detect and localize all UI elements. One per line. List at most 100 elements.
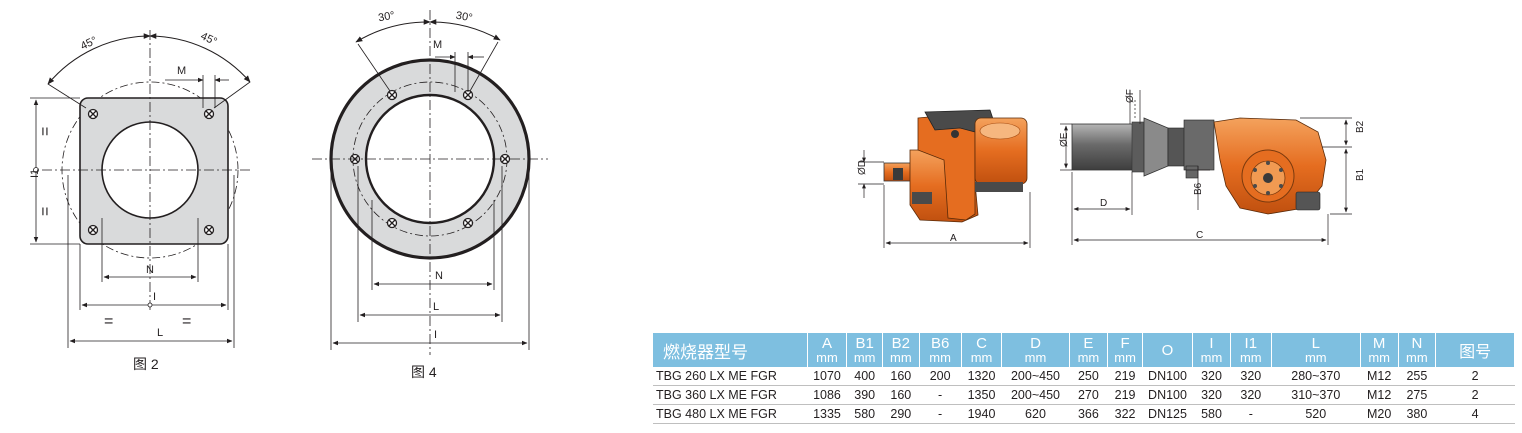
figure-4-flange-drawing xyxy=(312,10,548,355)
value-cell: - xyxy=(919,385,962,405)
header-col-name: N xyxy=(1411,335,1423,352)
value-cell: 255 xyxy=(1398,367,1436,386)
header-col-name: O xyxy=(1161,341,1174,359)
value-cell: 275 xyxy=(1398,385,1436,405)
header-col-name: B6 xyxy=(930,335,950,352)
value-cell: - xyxy=(1230,404,1272,424)
value-cell: 270 xyxy=(1069,385,1108,405)
header-figure: 图号 xyxy=(1435,333,1515,367)
figure-cell: 4 xyxy=(1435,404,1515,424)
header-col-o: O xyxy=(1142,333,1194,367)
dim-d-label: D xyxy=(1100,198,1107,209)
figure-cell: 2 xyxy=(1435,385,1515,405)
fig2-eq-left: = xyxy=(104,313,113,330)
header-col-name: M xyxy=(1372,335,1386,352)
fig4-i-label: I xyxy=(434,329,437,341)
value-cell: 320 xyxy=(1230,367,1272,386)
dim-of-label: ØF xyxy=(1125,89,1136,103)
value-cell: 320 xyxy=(1192,367,1231,386)
model-cell: TBG 260 LX ME FGR xyxy=(653,367,808,386)
fig4-m-label: M xyxy=(433,39,442,51)
value-cell: DN100 xyxy=(1142,367,1193,386)
header-col-name: B2 xyxy=(891,335,911,352)
burner-front-view xyxy=(883,109,1028,223)
header-col-unit: mm xyxy=(1304,350,1327,365)
header-col-unit: mm xyxy=(1406,350,1428,365)
header-col-unit: mm xyxy=(890,350,912,365)
figure-4-labels: 30° 30° M N L I xyxy=(377,10,473,341)
dim-b6-label: B6 xyxy=(1193,182,1204,195)
fig4-n-label: N xyxy=(435,270,443,282)
value-cell: 320 xyxy=(1230,385,1272,405)
fig2-m-label: M xyxy=(177,65,186,77)
dim-b1-label: B1 xyxy=(1355,168,1366,181)
value-cell: 320 xyxy=(1192,385,1231,405)
value-cell: 280~370 xyxy=(1271,367,1361,386)
value-cell: M20 xyxy=(1360,404,1399,424)
header-col-name: L xyxy=(1311,335,1320,352)
header-model: 燃烧器型号 xyxy=(653,333,808,367)
header-col-unit: mm xyxy=(1077,350,1100,365)
header-col-name: I xyxy=(1209,335,1214,352)
header-col-name: F xyxy=(1120,335,1130,352)
header-col-unit: mm xyxy=(929,350,951,365)
dim-oe-label: ØE xyxy=(1059,132,1070,147)
value-cell: 520 xyxy=(1271,404,1361,424)
fig4-angle-left-label: 30° xyxy=(377,10,395,25)
burner-side-labels: C D ØE ØF B6 B2 B1 xyxy=(1059,89,1366,241)
dim-c-label: C xyxy=(1196,230,1203,241)
dim-b2-label: B2 xyxy=(1355,120,1366,133)
header-col-name: D xyxy=(1030,335,1041,352)
dim-a-label: A xyxy=(950,233,957,244)
fig2-caption: 图 2 xyxy=(133,356,159,372)
fig2-n-label: N xyxy=(146,264,154,276)
fig2-eq-upper: = xyxy=(37,127,54,136)
value-cell: 1086 xyxy=(807,385,847,405)
fig4-angle-right-label: 30° xyxy=(455,10,473,25)
fig2-i-label: I xyxy=(153,291,156,303)
fig2-bolt-holes xyxy=(87,108,215,236)
value-cell: 400 xyxy=(846,367,883,386)
value-cell: 580 xyxy=(1192,404,1231,424)
value-cell: M12 xyxy=(1360,367,1399,386)
model-cell: TBG 480 LX ME FGR xyxy=(653,404,808,424)
header-col-name: C xyxy=(976,335,987,352)
header-col-unit: mm xyxy=(853,350,876,365)
header-col-unit: mm xyxy=(1368,350,1390,365)
value-cell: DN100 xyxy=(1142,385,1193,405)
fig2-angle-right-label: 45° xyxy=(199,30,219,48)
burner-front-labels: A ØD xyxy=(857,160,957,244)
value-cell: 160 xyxy=(882,385,920,405)
burner-front-dimensions xyxy=(858,150,1031,248)
value-cell: 290 xyxy=(882,404,920,424)
value-cell: 160 xyxy=(882,367,920,386)
model-cell: TBG 360 LX ME FGR xyxy=(653,385,808,405)
figure-cell: 2 xyxy=(1435,367,1515,386)
fig2-eq-right: = xyxy=(182,313,191,330)
value-cell: 620 xyxy=(1001,404,1070,424)
header-col-unit: mm xyxy=(816,350,838,365)
value-cell: 1320 xyxy=(961,367,1002,386)
header-col-unit: mm xyxy=(1114,350,1136,365)
value-cell: 200~450 xyxy=(1001,385,1070,405)
value-cell: 200 xyxy=(919,367,962,386)
header-col-unit: mm xyxy=(1200,350,1223,365)
